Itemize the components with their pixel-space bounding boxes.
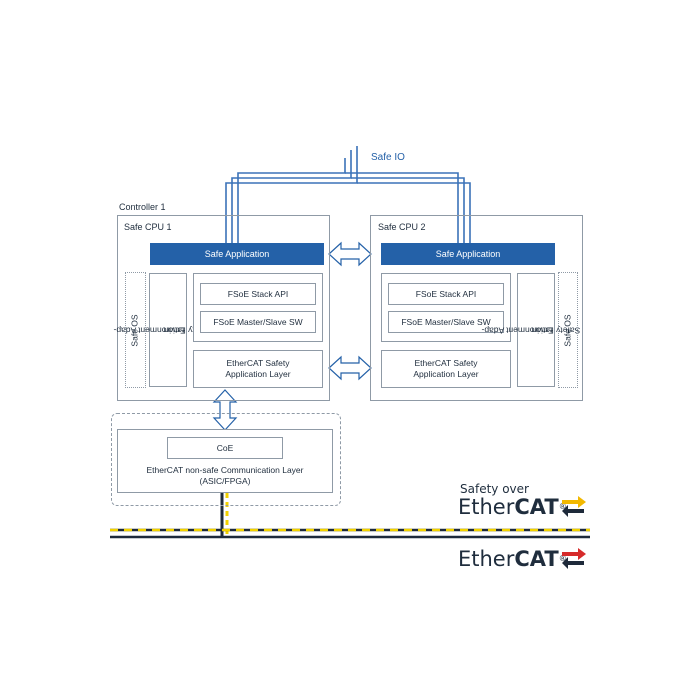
safe-os-2-label: Safe OS bbox=[562, 313, 573, 347]
safety-application-layer-1-line1: EtherCAT Safety bbox=[226, 358, 290, 368]
safety-application-layer-2-line2: Application Layer bbox=[413, 369, 479, 379]
safety-logo-arrows-icon bbox=[562, 496, 586, 517]
safe-os-1: Safe OS bbox=[125, 272, 146, 388]
ethercat-logo-arrows-icon bbox=[562, 548, 586, 569]
safe-application-2: Safe Application bbox=[381, 243, 555, 265]
fsoe-stack-api-2: FSoE Stack API bbox=[388, 283, 504, 305]
fsoe-stack-api-1: FSoE Stack API bbox=[200, 283, 316, 305]
coe-box: CoE bbox=[167, 437, 283, 459]
comm-layer-label: EtherCAT non-safe Communication Layer (A… bbox=[117, 463, 333, 489]
safe-cpu-1-container bbox=[117, 215, 330, 401]
ethercat-text-a-1: Ether bbox=[458, 495, 515, 519]
safety-application-layer-1: EtherCAT Safety Application Layer bbox=[193, 350, 323, 388]
fsoe-master-slave-1: FSoE Master/Slave SW bbox=[200, 311, 316, 333]
ethercat-text-a-2: Ether bbox=[458, 547, 515, 571]
controller-label: Controller 1 bbox=[119, 202, 166, 212]
safe-io-label: Safe IO bbox=[371, 152, 405, 163]
safety-application-layer-2: EtherCAT Safety Application Layer bbox=[381, 350, 511, 388]
comm-outer-dashed bbox=[111, 413, 341, 506]
comm-layer-line1: EtherCAT non-safe Communication Layer bbox=[146, 465, 304, 475]
safety-over-text: Safety over bbox=[460, 482, 529, 496]
env-adaptation-1: Safety Environment Adap- tation bbox=[113, 273, 212, 387]
ethercat-text-b-2: CAT bbox=[514, 547, 559, 571]
comm-layer-line2: (ASIC/FPGA) bbox=[199, 476, 251, 486]
safe-io-lines bbox=[225, 146, 471, 244]
safe-cpu-2-container bbox=[370, 215, 583, 401]
double-arrow-application bbox=[328, 241, 372, 267]
safe-cpu-1-label: Safe CPU 1 bbox=[124, 222, 172, 232]
safety-over-ethercat-logo: Safety over EtherCAT® bbox=[458, 482, 598, 524]
registered-mark-1: ® bbox=[558, 502, 567, 511]
safe-cpu-2-label: Safe CPU 2 bbox=[378, 222, 426, 232]
fsoe-master-slave-2: FSoE Master/Slave SW bbox=[388, 311, 504, 333]
ethercat-text-b-1: CAT bbox=[514, 495, 559, 519]
safety-application-layer-1-line2: Application Layer bbox=[225, 369, 291, 379]
env-adaptation-2: Safety Environment Adap- tation bbox=[481, 273, 580, 387]
safety-application-layer-2-line1: EtherCAT Safety bbox=[414, 358, 478, 368]
double-arrow-safety-layer bbox=[328, 355, 372, 381]
registered-mark-2: ® bbox=[558, 554, 567, 563]
ethercat-logo: EtherCAT® bbox=[458, 546, 598, 578]
safe-os-2: Safe OS bbox=[558, 272, 578, 388]
safe-application-1: Safe Application bbox=[150, 243, 324, 265]
